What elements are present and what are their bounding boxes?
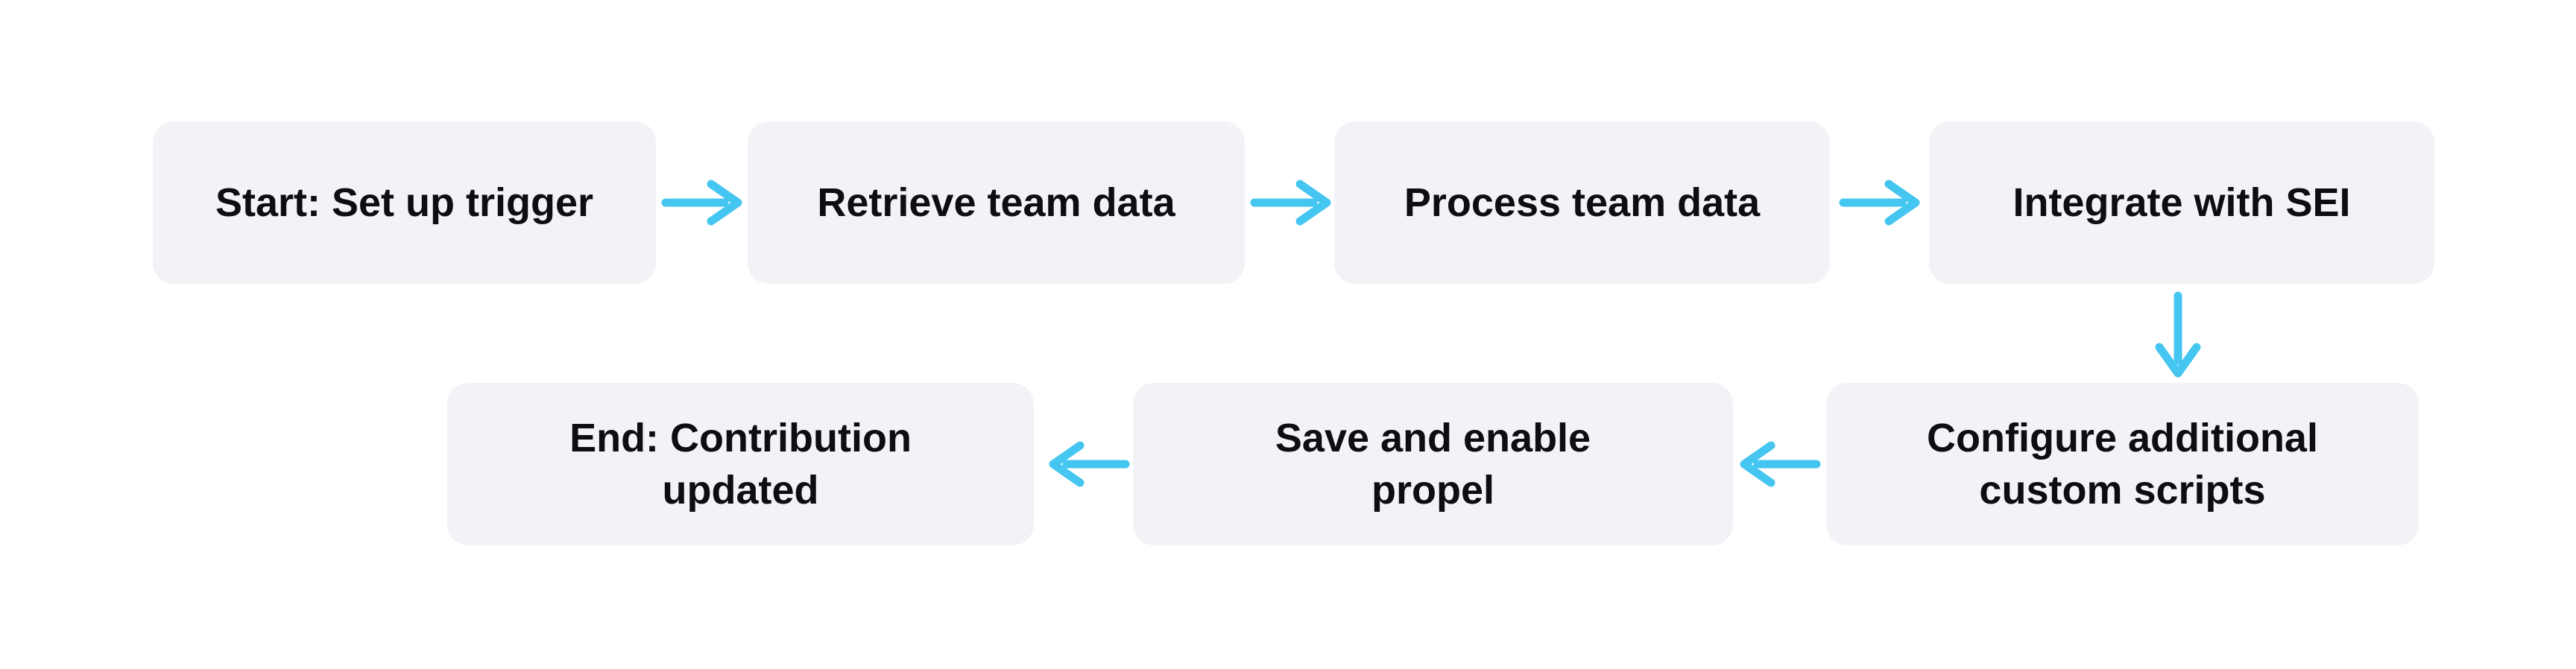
node-process-team-data: Process team data [1334,121,1830,284]
node-configure-custom-scripts: Configure additional custom scripts [1826,383,2419,545]
arrow-retrieve-to-process [1250,180,1331,226]
node-save-and-enable-propel: Save and enable propel [1133,383,1733,545]
node-start: Start: Set up trigger [153,121,656,284]
arrow-configure-to-save [1740,441,1821,487]
node-integrate-with-sei: Integrate with SEI [1929,121,2434,284]
arrow-integrate-to-configure [2155,291,2201,378]
arrow-save-to-end [1049,441,1130,487]
arrow-process-to-integrate [1839,180,1920,226]
node-end: End: Contribution updated [447,383,1034,545]
node-retrieve-team-data: Retrieve team data [748,121,1245,284]
arrow-start-to-retrieve [661,180,742,226]
